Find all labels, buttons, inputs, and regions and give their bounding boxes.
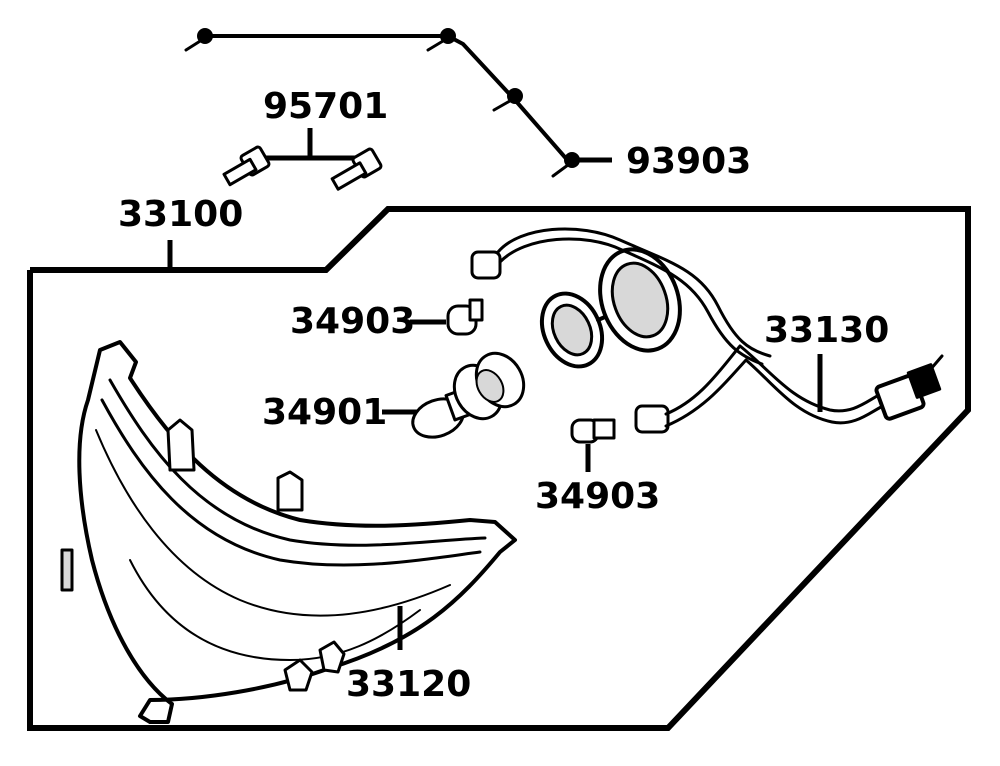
screw-icon [551,152,580,178]
screw-icon [426,28,456,52]
small-socket-icon [634,404,670,434]
part-label-33130: 33130 [764,310,889,351]
part-label-33120: 33120 [346,664,471,705]
part-label-93903: 93903 [626,141,751,182]
part-label-34901: 34901 [262,392,387,433]
wedge-bulb-icon [570,418,616,444]
part-label-95701: 95701 [263,86,388,127]
bolt-icon [222,145,271,187]
part-label-34903-top: 34903 [290,301,415,342]
assembly-frame [27,206,971,731]
small-socket-icon [470,250,502,280]
bulb-socket-ring-icon [452,351,526,421]
headlight-housing [60,340,517,724]
screw-icon [492,88,523,112]
screw-icon [184,28,213,52]
screw-wire-assembly [184,28,580,178]
part-label-34903-bottom: 34903 [535,476,660,517]
wedge-bulb-icon [446,298,484,336]
part-label-33100: 33100 [118,194,243,235]
socket-icon [598,247,682,353]
bolt-icon [330,147,383,191]
connector-plug-icon [874,354,944,421]
leader-95701 [265,128,360,161]
wiring-harness [470,227,944,434]
